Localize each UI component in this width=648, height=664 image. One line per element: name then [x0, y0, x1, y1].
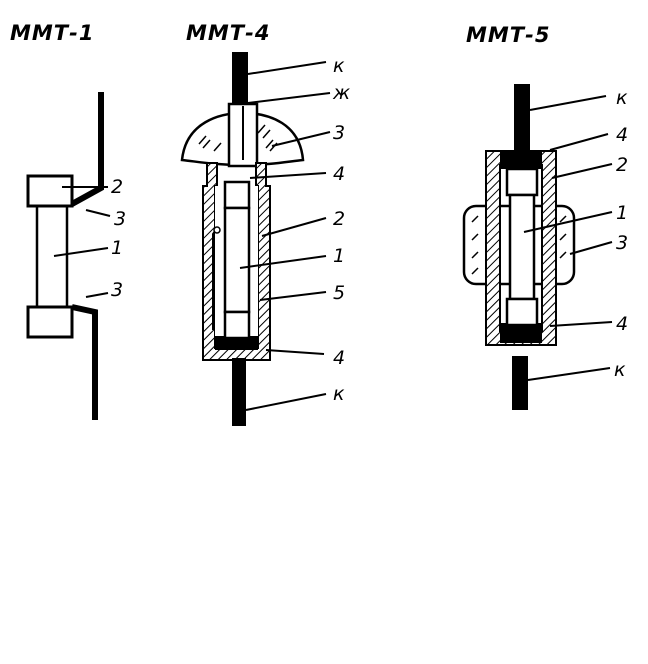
mmt1-cap-bottom: [26, 305, 74, 339]
mmt5-cap-bottom: [505, 297, 539, 327]
mmt4-wire-top: [232, 52, 248, 112]
mmt4-label: 5: [333, 282, 345, 304]
mmt5-contact-top: [500, 151, 542, 169]
mmt4-rod: [223, 206, 251, 314]
mmt4-foil-end: [213, 226, 221, 234]
mmt5-contact-bottom: [500, 323, 542, 343]
mmt1-label: 1: [111, 237, 123, 259]
mmt4-label: 4: [333, 347, 345, 369]
title-mmt5: ММТ-5: [466, 23, 550, 47]
mmt5-label: 4: [616, 313, 628, 335]
mmt1-label: 2: [111, 176, 123, 198]
mmt5-drawing: к 4 2 1 3 4 к: [462, 84, 628, 410]
mmt5-ring-shading: [471, 215, 567, 275]
mmt1-leader: [53, 247, 109, 257]
mmt4-cap-bottom: [223, 310, 251, 340]
mmt4-label: к: [333, 55, 345, 77]
mmt4-label: 3: [333, 122, 345, 144]
mmt5-wire-top: [514, 84, 530, 154]
mmt5-label: 2: [616, 154, 628, 176]
mmt5-leaders: [523, 95, 613, 381]
mmt4-bottom-contact: [215, 336, 258, 350]
mmt4-label: 2: [333, 208, 345, 230]
mmt5-label: 3: [616, 232, 628, 254]
mmt5-cap-top: [505, 167, 539, 197]
mmt4-wire-bottom: [232, 358, 246, 426]
mmt4-label: к: [333, 383, 345, 405]
mmt5-wire-bottom: [512, 356, 528, 410]
mmt5-label: к: [614, 359, 626, 381]
mmt1-leader: [85, 292, 109, 298]
mmt4-cap-top: [223, 180, 251, 210]
mmt1-cap-top: [26, 174, 74, 208]
title-mmt1: ММТ-1: [10, 21, 94, 45]
mmt4-label: 1: [333, 245, 345, 267]
mmt5-label: 4: [616, 124, 628, 146]
mmt5-casing: [485, 150, 557, 346]
mmt1-leader: [85, 209, 111, 217]
mmt1-lead-bottom: [71, 304, 98, 420]
mmt1-label: 3: [114, 208, 126, 230]
mmt4-cap-shading: [198, 124, 278, 152]
mmt1-label: 3: [111, 279, 123, 301]
mmt5-rod: [508, 193, 536, 301]
mmt4-label: 4: [333, 163, 345, 185]
title-mmt4: ММТ-4: [186, 21, 270, 45]
mmt4-drawing: к ж 3 4 2 1 5 4 к: [180, 52, 350, 426]
mmt4-label: ж: [332, 82, 350, 104]
mmt4-leaders: [239, 61, 331, 411]
mmt1-drawing: 2 3 1 3: [26, 92, 126, 420]
mmt5-label: к: [616, 87, 628, 109]
mmt5-label: 1: [616, 202, 628, 224]
